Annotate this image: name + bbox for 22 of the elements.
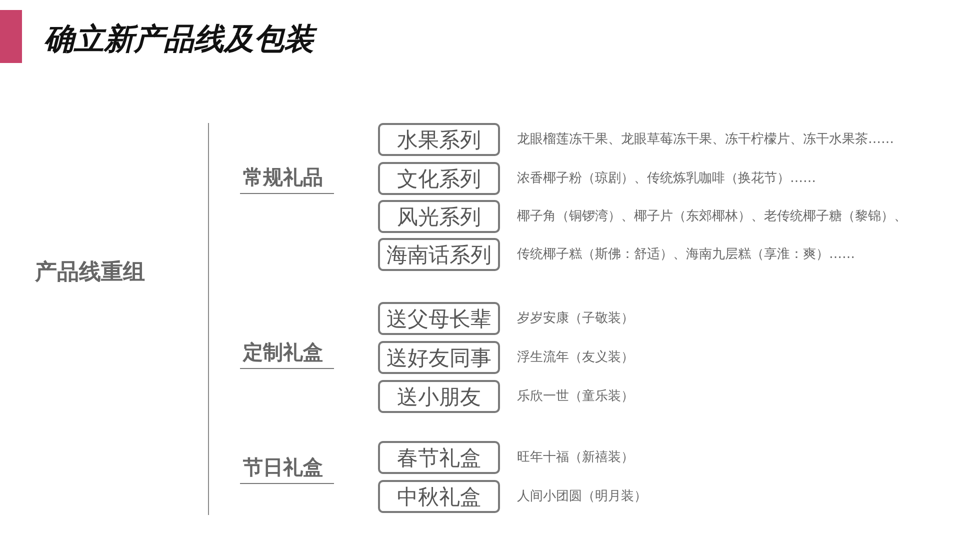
category-box: 水果系列: [378, 123, 500, 156]
category-box: 送小朋友: [378, 380, 500, 413]
product-list: 龙眼榴莲冻干果、龙眼草莓冻干果、冻干柠檬片、冻干水果茶……: [517, 132, 894, 148]
section-heading: 常规礼品: [243, 165, 323, 189]
product-list: 浓香椰子粉（琼剧）、传统炼乳咖啡（换花节）……: [517, 171, 816, 187]
category-box: 中秋礼盒: [378, 480, 500, 513]
category-box: 文化系列: [378, 162, 500, 195]
product-list: 旺年十福（新禧装）: [517, 450, 634, 466]
category-box: 海南话系列: [378, 238, 500, 271]
category-box: 送父母长辈: [378, 302, 500, 335]
group-heading: 产品线重组: [35, 261, 145, 285]
category-box: 春节礼盒: [378, 441, 500, 474]
section-heading: 节日礼盒: [243, 455, 323, 479]
product-list: 传统椰子糕（斯佛：舒适）、海南九层糕（享淮：爽）……: [517, 247, 855, 263]
product-list: 椰子角（铜锣湾）、椰子片（东郊椰林）、老传统椰子糖（黎锦）、: [517, 209, 907, 225]
product-list: 岁岁安康（子敬装）: [517, 311, 634, 327]
category-box: 风光系列: [378, 200, 500, 233]
section-heading: 定制礼盒: [243, 340, 323, 364]
product-list: 人间小团圆（明月装）: [517, 489, 647, 505]
product-list: 浮生流年（友义装）: [517, 350, 634, 366]
product-list: 乐欣一世（童乐装）: [517, 389, 634, 405]
category-box: 送好友同事: [378, 341, 500, 374]
